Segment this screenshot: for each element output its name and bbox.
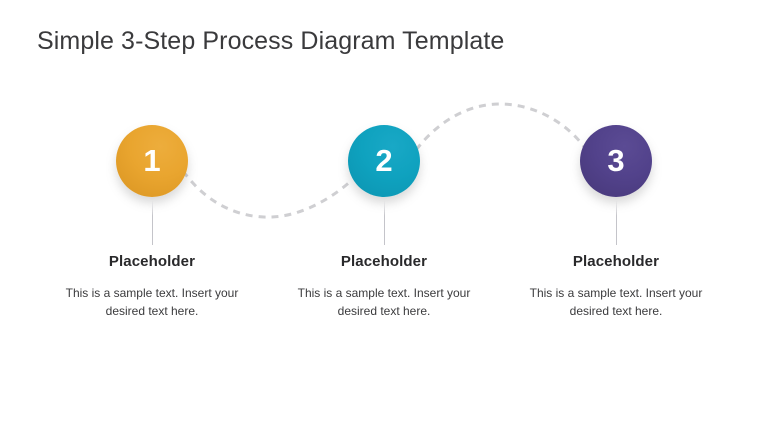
step-1-circle[interactable]: 1 xyxy=(116,125,188,197)
step-3-body-text: This is a sample text. Insert your desir… xyxy=(529,286,703,319)
step-3-circle-wrap[interactable]: 3 xyxy=(580,125,652,197)
step-2-stem-line xyxy=(384,200,385,245)
step-2-heading: Placeholder xyxy=(340,253,428,270)
step-2-circle[interactable]: 2 xyxy=(348,125,420,197)
step-2-circle-wrap[interactable]: 2 xyxy=(348,125,420,197)
page-title: Simple 3-Step Process Diagram Template xyxy=(37,27,505,55)
step-1-circle-wrap[interactable]: 1 xyxy=(116,125,188,197)
step-3-stem-line xyxy=(616,200,617,245)
step-3-circle[interactable]: 3 xyxy=(580,125,652,197)
process-step-1[interactable]: 1 Placeholder This is a sample text. Ins… xyxy=(32,0,272,432)
process-step-2[interactable]: 2 Placeholder This is a sample text. Ins… xyxy=(264,0,504,432)
step-1-number: 1 xyxy=(143,142,161,178)
step-3-number: 3 xyxy=(607,142,625,178)
step-1-heading: Placeholder xyxy=(108,253,196,270)
step-3-heading: Placeholder xyxy=(572,253,660,270)
step-2-number: 2 xyxy=(375,142,393,178)
step-1-stem-line xyxy=(152,200,153,245)
process-step-3[interactable]: 3 Placeholder This is a sample text. Ins… xyxy=(496,0,736,432)
step-1-body-text: This is a sample text. Insert your desir… xyxy=(65,286,239,319)
step-2-body-text: This is a sample text. Insert your desir… xyxy=(297,286,471,319)
